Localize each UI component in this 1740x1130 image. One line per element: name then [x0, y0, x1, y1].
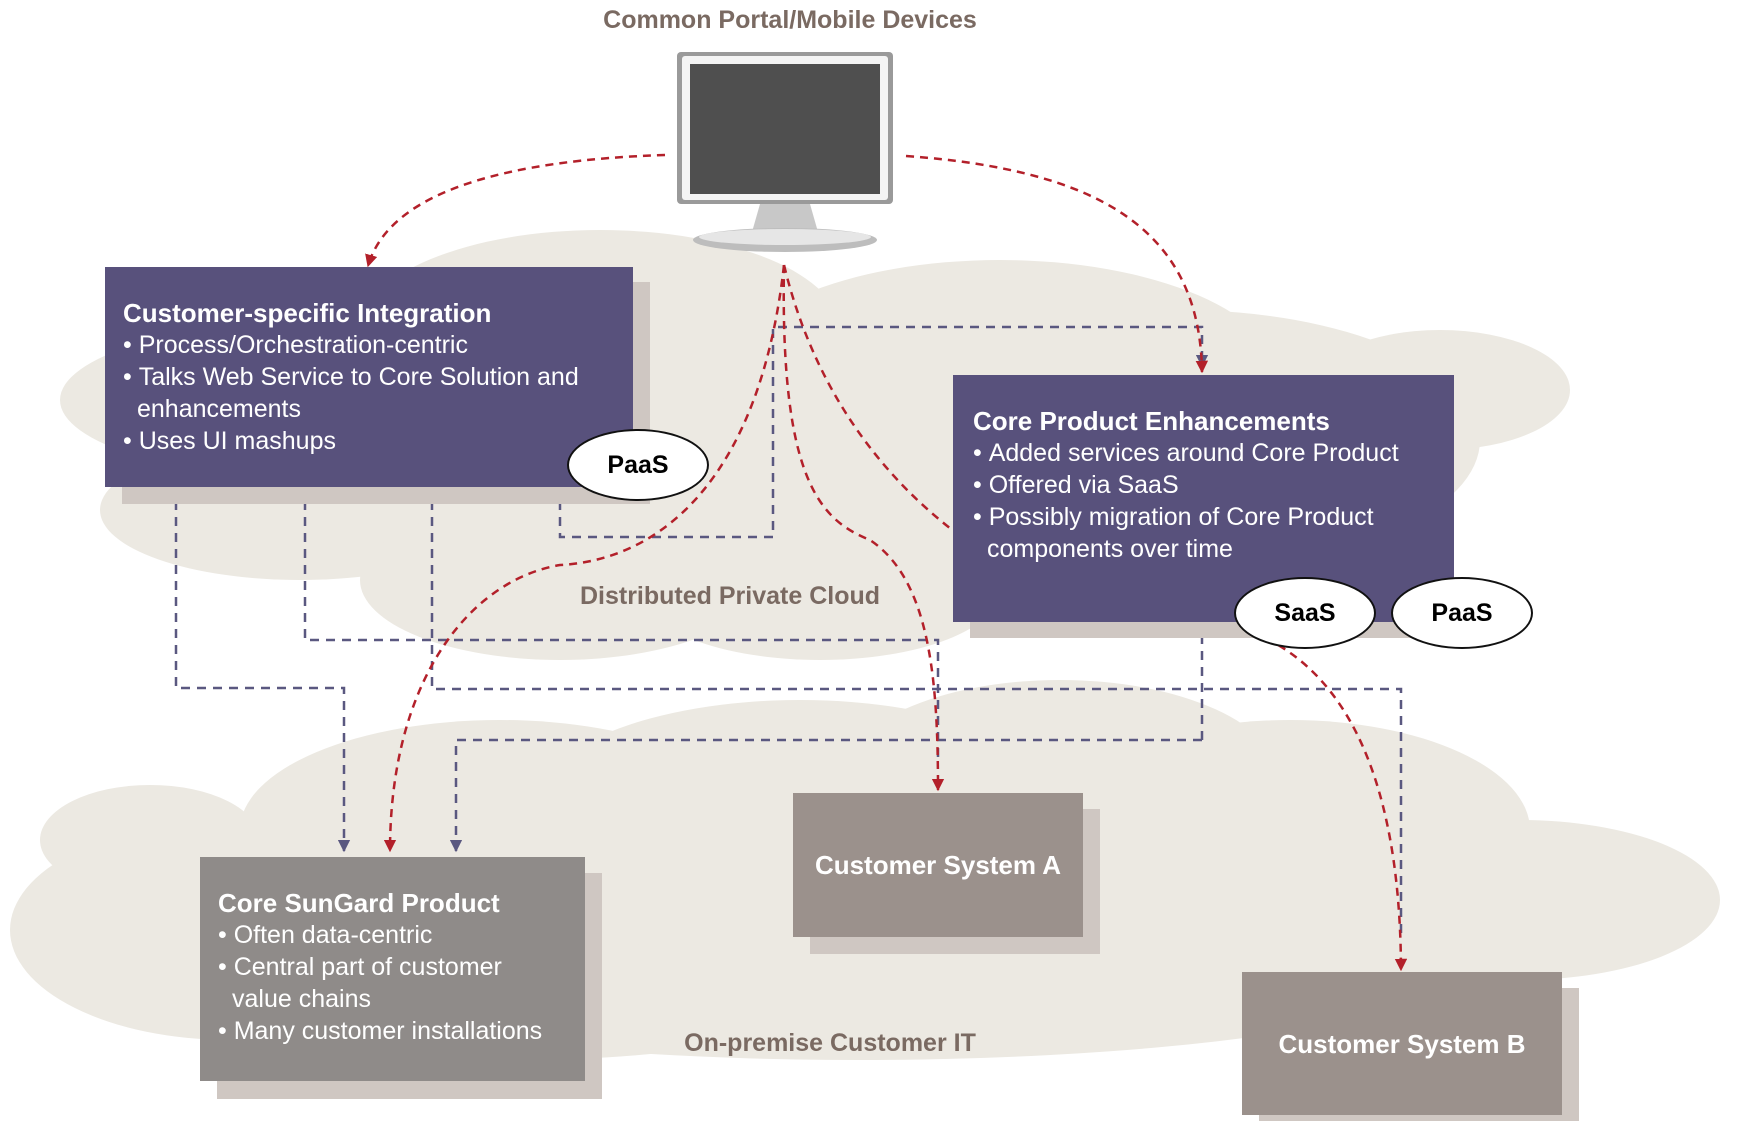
list-item: Process/Orchestration-centric [123, 329, 615, 361]
service-connectors [174, 325, 1403, 940]
enhancements-box: Core Product Enhancements Added services… [953, 375, 1454, 622]
list-item: Uses UI mashups [123, 425, 615, 457]
core-product-box: Core SunGard Product Often data-centric … [200, 857, 585, 1081]
on-premise-label: On-premise Customer IT [684, 1029, 976, 1057]
list-item: Possibly migration of Core Product compo… [973, 501, 1434, 565]
list-item: Many customer installations [218, 1015, 567, 1047]
integration-box: Customer-specific Integration Process/Or… [105, 267, 633, 487]
enhancements-bullets: Added services around Core Product Offer… [973, 437, 1434, 565]
saas-badge-enhancements: SaaS [1234, 577, 1376, 649]
integration-bullets: Process/Orchestration-centric Talks Web … [123, 329, 615, 457]
enhancements-title: Core Product Enhancements [973, 406, 1330, 436]
diagram-title: Common Portal/Mobile Devices [603, 6, 977, 34]
portal-arrows [365, 153, 1408, 972]
private-cloud-label: Distributed Private Cloud [579, 582, 881, 610]
list-item: Talks Web Service to Core Solution and e… [123, 361, 615, 425]
core-title: Core SunGard Product [218, 888, 500, 918]
core-bullets: Often data-centric Central part of custo… [218, 919, 567, 1047]
paas-badge-integration: PaaS [567, 429, 709, 501]
integration-title: Customer-specific Integration [123, 298, 492, 328]
list-item: Added services around Core Product [973, 437, 1434, 469]
monitor-icon [677, 52, 893, 252]
list-item: Central part of customer value chains [218, 951, 567, 1015]
customer-system-b: Customer System B [1242, 972, 1562, 1115]
list-item: Often data-centric [218, 919, 567, 951]
paas-badge-enhancements: PaaS [1391, 577, 1533, 649]
list-item: Offered via SaaS [973, 469, 1434, 501]
customer-system-a: Customer System A [793, 793, 1083, 937]
